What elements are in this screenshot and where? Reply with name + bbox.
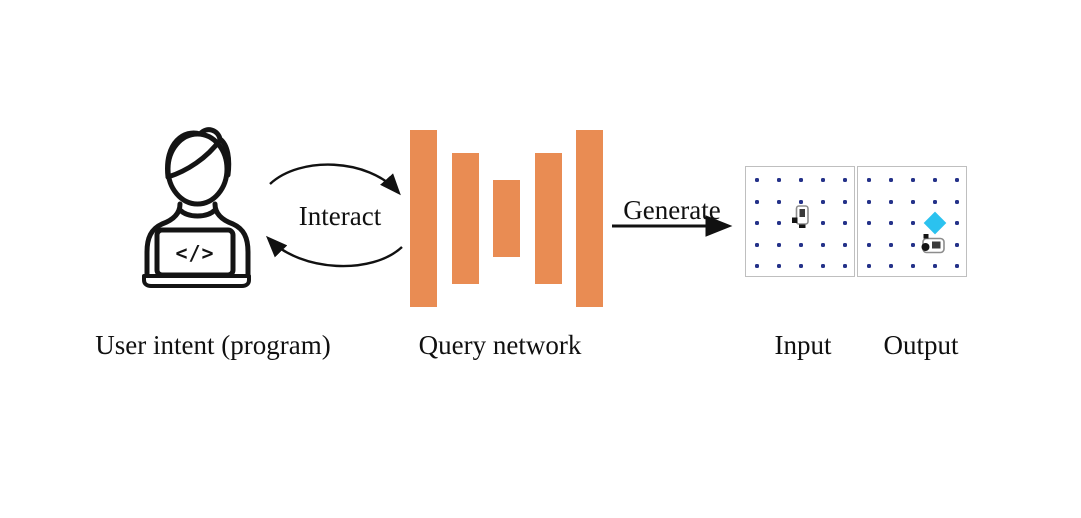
- grid-dot: [777, 199, 781, 204]
- grid-dot: [755, 242, 759, 247]
- query-network-bar: [576, 130, 603, 307]
- grid-dot: [955, 242, 959, 247]
- grid-dot: [799, 242, 803, 247]
- grid-dot: [867, 242, 871, 247]
- cyan-diamond-marker: [923, 211, 947, 235]
- grid-dot: [889, 178, 893, 182]
- grid-dot: [821, 221, 825, 225]
- grid-dot: [911, 178, 915, 182]
- grid-dot: [955, 221, 959, 225]
- interact-label: Interact: [298, 201, 382, 231]
- right-shoulder: [212, 201, 251, 277]
- grid-dot: [955, 178, 959, 182]
- grid-dot: [777, 264, 781, 268]
- grid-dot: [843, 199, 847, 204]
- grid-dot: [755, 264, 759, 268]
- output-grid-panel: [857, 166, 967, 277]
- grid-dot: [821, 264, 825, 268]
- interact-forward-arrow: [269, 163, 401, 196]
- grid-dot: [755, 221, 759, 225]
- code-glyph: </>: [175, 241, 214, 265]
- generate-label: Generate: [623, 195, 721, 225]
- grid-dot: [755, 199, 759, 204]
- input-grid-panel: [745, 166, 855, 277]
- user-intent-caption: User intent (program): [95, 330, 331, 360]
- grid-dot: [911, 264, 915, 268]
- query-network-caption: Query network: [418, 330, 582, 360]
- left-shoulder: [144, 201, 183, 277]
- device-item-icon: [791, 204, 811, 236]
- grid-dot: [821, 178, 825, 182]
- grid-dot: [933, 178, 937, 182]
- grid-dot: [843, 242, 847, 247]
- grid-dot: [867, 199, 871, 204]
- grid-dot: [955, 199, 959, 204]
- grid-dot: [911, 199, 915, 204]
- grid-dot: [777, 221, 781, 225]
- grid-dot: [843, 221, 847, 225]
- grid-dot: [867, 221, 871, 225]
- hair-outline: [165, 127, 232, 180]
- grid-dot: [889, 242, 893, 247]
- grid-dot: [799, 199, 803, 204]
- grid-dot: [933, 199, 937, 204]
- input-caption: Input: [774, 330, 832, 360]
- grid-dot: [777, 178, 781, 182]
- interact-backward-arrow: [265, 235, 403, 268]
- collar: [177, 207, 218, 219]
- query-network-bar: [451, 153, 479, 284]
- grid-dot: [777, 242, 781, 247]
- grid-dot: [933, 264, 937, 268]
- grid-dot: [843, 178, 847, 182]
- query-network-bar: [534, 153, 562, 284]
- grid-dot: [799, 178, 803, 182]
- grid-dot: [755, 178, 759, 182]
- grid-dot: [911, 221, 915, 225]
- grid-dot: [821, 242, 825, 247]
- grid-dot: [889, 199, 893, 204]
- grid-dot: [911, 242, 915, 247]
- laptop-base: [142, 274, 251, 288]
- grid-dot: [955, 264, 959, 268]
- hair-swoosh: [165, 137, 223, 180]
- grid-dot: [867, 264, 871, 268]
- output-caption: Output: [883, 330, 959, 360]
- grid-dot: [889, 221, 893, 225]
- grid-dot: [821, 199, 825, 204]
- robot-item-icon: [918, 232, 946, 259]
- grid-dot: [843, 264, 847, 268]
- grid-dot: [867, 178, 871, 182]
- query-network-bar: [493, 180, 520, 257]
- grid-dot: [889, 264, 893, 268]
- grid-dot: [799, 264, 803, 268]
- programmer-at-laptop-icon: </>: [142, 127, 251, 288]
- query-network-bars: [410, 130, 603, 307]
- query-network-bar: [410, 130, 437, 307]
